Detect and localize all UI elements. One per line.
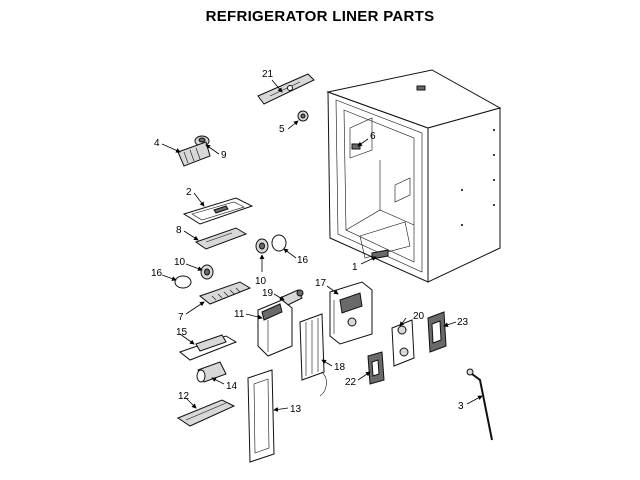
diagram-title: REFRIGERATOR LINER PARTS (205, 8, 435, 25)
part-14 (196, 361, 227, 383)
part-10-left (200, 264, 214, 280)
part-16-left (174, 275, 192, 289)
callout-8: 8 (176, 225, 182, 236)
callout-labels: 21 5 6 4 9 2 8 1 10 10 16 16 7 19 17 11 … (151, 69, 469, 415)
part-5 (297, 110, 309, 122)
callout-5: 5 (279, 124, 285, 135)
part-20 (391, 319, 415, 367)
part-13 (247, 369, 275, 463)
callout-18: 18 (334, 362, 346, 373)
part-23 (427, 311, 447, 353)
callout-7: 7 (178, 312, 184, 323)
part-15 (178, 334, 238, 361)
callout-11: 11 (234, 309, 245, 320)
callout-21: 21 (262, 69, 274, 80)
callout-6: 6 (370, 131, 376, 142)
callout-23: 23 (457, 317, 469, 328)
part-11 (257, 299, 293, 357)
part-21 (257, 73, 315, 105)
part-16-right (271, 234, 287, 252)
part-6 (351, 143, 361, 150)
callout-17: 17 (315, 278, 327, 289)
part-18 (299, 313, 327, 397)
callout-14: 14 (226, 381, 238, 392)
part-12 (176, 399, 236, 427)
part-8 (194, 227, 248, 250)
callout-9: 9 (221, 150, 227, 161)
leader-lines (161, 79, 483, 412)
part-2 (182, 197, 254, 225)
callout-20: 20 (413, 311, 425, 322)
part-10-right (255, 238, 269, 254)
callout-22: 22 (345, 377, 357, 388)
callout-1: 1 (352, 262, 358, 273)
callout-15: 15 (176, 327, 188, 338)
part-7 (198, 281, 252, 305)
callout-16-right: 16 (297, 255, 309, 266)
callout-4: 4 (154, 138, 160, 149)
callout-10-right: 10 (255, 276, 267, 287)
part-22 (367, 351, 385, 385)
callout-10-left: 10 (174, 257, 186, 268)
callout-12: 12 (178, 391, 190, 402)
callout-3: 3 (458, 401, 464, 412)
part-3 (466, 368, 493, 441)
liner-cabinet (326, 69, 502, 283)
callout-13: 13 (290, 404, 302, 415)
part-17 (329, 281, 373, 345)
callout-16-left: 16 (151, 268, 163, 279)
callout-2: 2 (186, 187, 192, 198)
part-4 (177, 141, 211, 167)
callout-19: 19 (262, 288, 274, 299)
